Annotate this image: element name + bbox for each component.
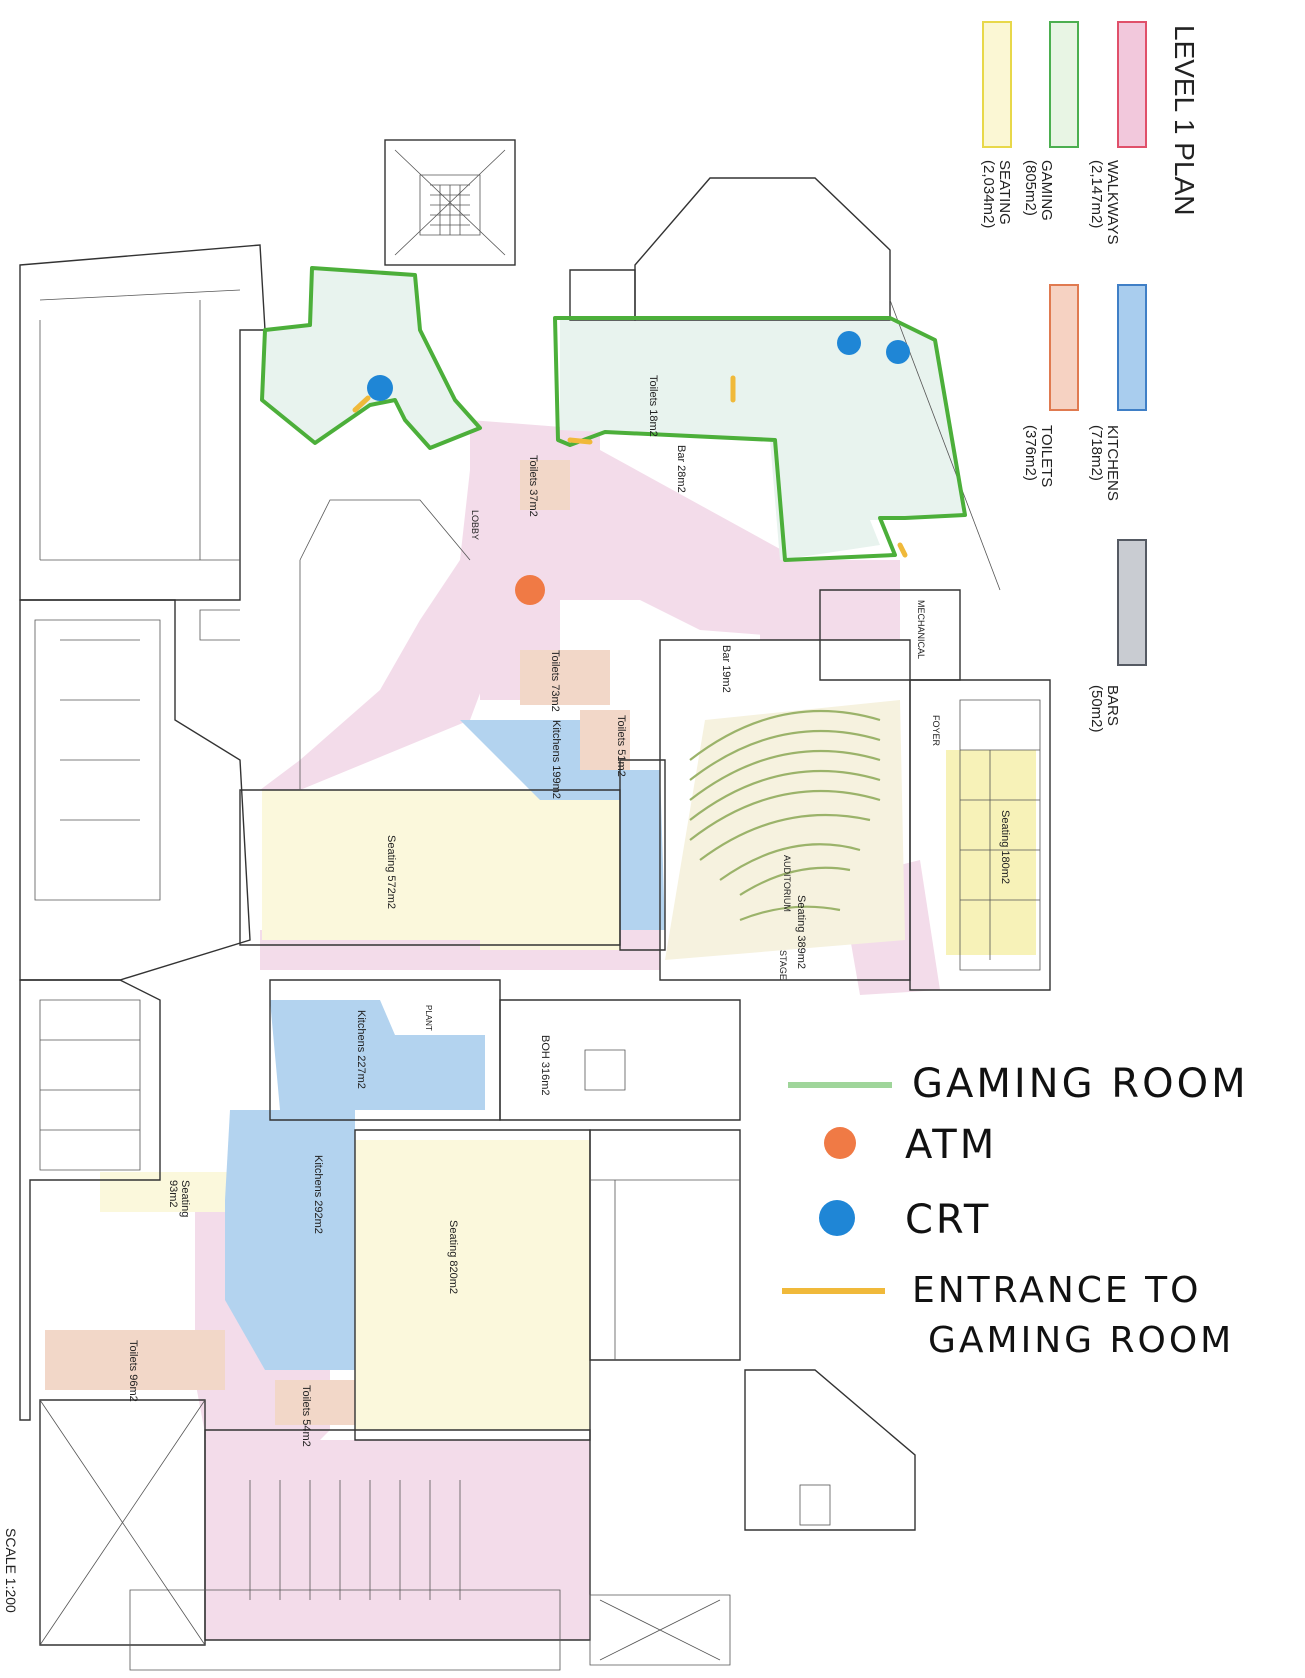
room-label: PLANT <box>424 1005 433 1031</box>
walkways-swatch <box>1117 21 1147 148</box>
auditorium-seating <box>689 710 881 922</box>
legend-walkways-label: WALKWAYS <box>1104 160 1121 244</box>
room-labels: Seating 572m2 Seating 389m2 Seating 180m… <box>127 375 1011 1447</box>
room-label: Toilets 18m2 <box>647 375 659 437</box>
room-label: LOBBY <box>470 510 480 540</box>
entrance-key-label-2: GAMING ROOM <box>928 1320 1234 1361</box>
room-label: Toilets 54m2 <box>300 1385 312 1447</box>
kitchen-zones <box>225 720 665 1370</box>
legend-seating-label: SEATING <box>996 160 1013 225</box>
room-label: Toilets 37m2 <box>527 455 539 517</box>
room-label: FOYER <box>931 715 941 747</box>
legend-kitchens-area: (718m2) <box>1088 425 1105 481</box>
seating-swatch <box>982 21 1012 148</box>
scale-label: SCALE 1:200 <box>3 1528 19 1613</box>
legend-toilets-area: (376m2) <box>1022 425 1039 481</box>
legend-toilets-label: TOILETS <box>1038 425 1055 487</box>
legend-walkways-area: (2,147m2) <box>1088 160 1105 228</box>
legend-kitchens-label: KITCHENS <box>1104 425 1121 501</box>
crt-marker <box>886 340 910 364</box>
room-label: Seating 572m2 <box>385 835 397 909</box>
room-label: Toilets 51m2 <box>615 715 627 777</box>
room-label: Seating 389m2 <box>795 895 807 969</box>
plan-legend: LEVEL 1 PLAN WALKWAYS (2,147m2) GAMING (… <box>980 21 1200 733</box>
room-label: Kitchens 199m2 <box>550 720 562 799</box>
atm-key-label: ATM <box>905 1122 997 1168</box>
toilet-zones <box>45 330 700 1425</box>
bars-swatch <box>1117 539 1147 666</box>
crt-marker <box>367 375 393 401</box>
gaming-swatch <box>1049 21 1079 148</box>
gaming-room-fill <box>262 268 965 560</box>
crt-key-dot <box>819 1200 855 1236</box>
entrance-markers <box>352 375 908 558</box>
room-label: Bar 28m2 <box>675 445 687 493</box>
room-label: STAGE <box>778 950 788 980</box>
legend-gaming-label: GAMING <box>1038 160 1055 221</box>
legend-bars-area: (50m2) <box>1088 685 1105 733</box>
atm-marker <box>515 575 545 605</box>
legend-gaming-area: (805m2) <box>1022 160 1039 216</box>
atm-key-dot <box>824 1127 856 1159</box>
handwritten-key: GAMING ROOM ATM CRT ENTRANCE TO GAMING R… <box>782 1061 1249 1361</box>
room-label: Bar 19m2 <box>720 645 732 693</box>
crt-marker <box>837 331 861 355</box>
legend-bars-label: BARS <box>1104 685 1121 726</box>
kitchens-swatch <box>1117 284 1147 411</box>
room-label: Kitchens 227m2 <box>355 1010 367 1089</box>
room-label: Kitchens 292m2 <box>312 1155 324 1234</box>
entrance-key-label-1: ENTRANCE TO <box>912 1270 1201 1311</box>
legend-seating-area: (2,034m2) <box>980 160 997 228</box>
room-label: Toilets 96m2 <box>127 1340 139 1402</box>
room-label: Seating <box>179 1180 191 1217</box>
room-label: 93m2 <box>167 1180 179 1208</box>
room-label: Seating 180m2 <box>999 810 1011 884</box>
seating-zones <box>100 700 1036 1430</box>
room-label: BOH 316m2 <box>539 1035 551 1096</box>
legend-title: LEVEL 1 PLAN <box>1169 25 1200 215</box>
room-label: AUDITORIUM <box>782 855 792 912</box>
building-outlines <box>19 139 1051 1671</box>
room-label: MECHANICAL <box>916 600 926 659</box>
gaming-room-boundary <box>260 266 967 562</box>
room-label: Toilets 73m2 <box>549 650 561 712</box>
toilets-swatch <box>1049 284 1079 411</box>
room-label: Seating 820m2 <box>447 1220 459 1294</box>
gaming-room-key-label: GAMING ROOM <box>912 1061 1249 1107</box>
crt-key-label: CRT <box>905 1197 991 1243</box>
